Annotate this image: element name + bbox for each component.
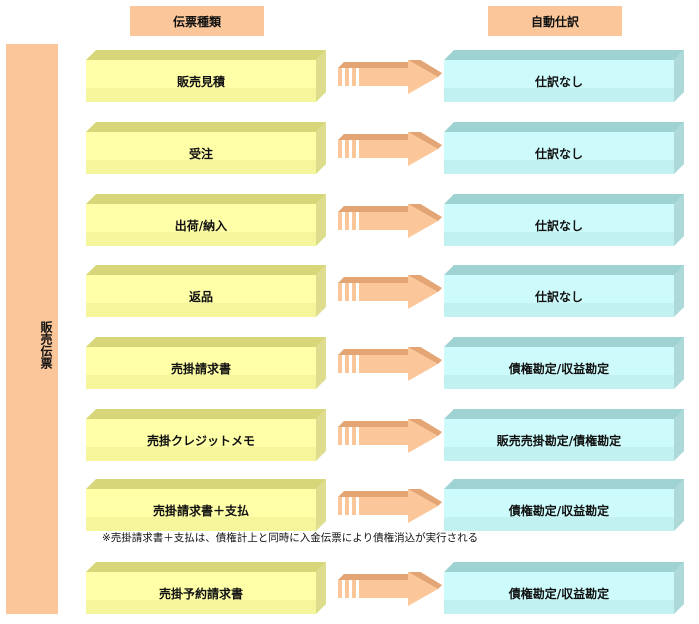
auto-journal-box-shape	[444, 122, 684, 174]
auto-journal-box-label: 債権勘定/収益勘定	[508, 586, 610, 601]
flow-row: 売掛予約請求書 債権勘定/収益勘定	[0, 562, 699, 618]
voucher-type-box-shape	[86, 562, 326, 614]
voucher-type-box-shape	[86, 194, 326, 246]
voucher-type-box: 売掛請求書	[86, 337, 326, 389]
flow-arrow-icon	[338, 132, 442, 166]
flow-arrow-icon	[338, 419, 442, 453]
voucher-type-box-shape	[86, 479, 326, 531]
voucher-type-box-shape	[86, 409, 326, 461]
voucher-type-box-label: 販売見積	[176, 74, 225, 89]
sales-voucher-label: 販売伝票	[39, 321, 53, 369]
voucher-type-box: 売掛クレジットメモ	[86, 409, 326, 461]
auto-journal-box: 仕訳なし	[444, 265, 684, 317]
voucher-type-box-label: 返品	[188, 289, 213, 304]
voucher-type-box: 販売見積	[86, 50, 326, 102]
voucher-type-box-label: 売掛請求書	[170, 361, 231, 376]
auto-journal-box: 債権勘定/収益勘定	[444, 562, 684, 614]
auto-journal-box: 仕訳なし	[444, 194, 684, 246]
auto-journal-box-label: 仕訳なし	[534, 218, 583, 233]
flow-row: 出荷/納入 仕訳なし	[0, 194, 699, 250]
auto-journal-box: 仕訳なし	[444, 50, 684, 102]
column-header-voucher-type: 伝票種類	[130, 6, 264, 36]
auto-journal-box-shape	[444, 562, 684, 614]
auto-journal-box: 債権勘定/収益勘定	[444, 337, 684, 389]
auto-journal-box-label: 債権勘定/収益勘定	[508, 503, 610, 518]
auto-journal-box-shape	[444, 265, 684, 317]
voucher-type-box-label: 売掛予約請求書	[158, 586, 243, 601]
auto-journal-box-shape	[444, 337, 684, 389]
auto-journal-box-label: 債権勘定/収益勘定	[508, 361, 610, 376]
voucher-type-box-shape	[86, 122, 326, 174]
voucher-type-box: 返品	[86, 265, 326, 317]
voucher-type-box-label: 売掛クレジットメモ	[146, 433, 255, 448]
footnote: ※売掛請求書＋支払は、債権計上と同時に入金伝票により債権消込が実行される	[102, 532, 479, 544]
flow-row: 売掛請求書 債権勘定/収益勘定	[0, 337, 699, 393]
auto-journal-box: 仕訳なし	[444, 122, 684, 174]
auto-journal-box-shape	[444, 194, 684, 246]
voucher-type-box: 受注	[86, 122, 326, 174]
voucher-type-box-label: 出荷/納入	[174, 218, 228, 233]
auto-journal-box-label: 仕訳なし	[534, 146, 583, 161]
flow-row: 売掛請求書＋支払 債権勘定/収益勘定	[0, 479, 699, 535]
column-header-auto-journal: 自動仕訳	[488, 6, 622, 36]
auto-journal-box-shape	[444, 50, 684, 102]
voucher-type-box-label: 受注	[188, 146, 213, 161]
voucher-type-box: 出荷/納入	[86, 194, 326, 246]
flow-row: 返品 仕訳なし	[0, 265, 699, 321]
sales-voucher-group: 販売伝票	[6, 44, 58, 614]
voucher-type-box-label: 売掛請求書＋支払	[152, 503, 249, 518]
voucher-type-box-shape	[86, 50, 326, 102]
auto-journal-box-label: 仕訳なし	[534, 74, 583, 89]
auto-journal-box-shape	[444, 409, 684, 461]
flow-arrow-icon	[338, 489, 442, 523]
auto-journal-box-label: 販売売掛勘定/債権勘定	[496, 433, 622, 448]
voucher-type-box: 売掛予約請求書	[86, 562, 326, 614]
voucher-type-box-shape	[86, 337, 326, 389]
auto-journal-box: 債権勘定/収益勘定	[444, 479, 684, 531]
flow-arrow-icon	[338, 347, 442, 381]
flow-arrow-icon	[338, 275, 442, 309]
auto-journal-box-shape	[444, 479, 684, 531]
flow-row: 売掛クレジットメモ 販売売掛勘定/債権勘定	[0, 409, 699, 465]
voucher-type-box-shape	[86, 265, 326, 317]
flow-arrow-icon	[338, 204, 442, 238]
voucher-type-box: 売掛請求書＋支払	[86, 479, 326, 531]
flow-row: 販売見積 仕訳なし	[0, 50, 699, 106]
flow-arrow-icon	[338, 60, 442, 94]
auto-journal-box: 販売売掛勘定/債権勘定	[444, 409, 684, 461]
flow-arrow-icon	[338, 572, 442, 606]
auto-journal-box-label: 仕訳なし	[534, 289, 583, 304]
flow-row: 受注 仕訳なし	[0, 122, 699, 178]
